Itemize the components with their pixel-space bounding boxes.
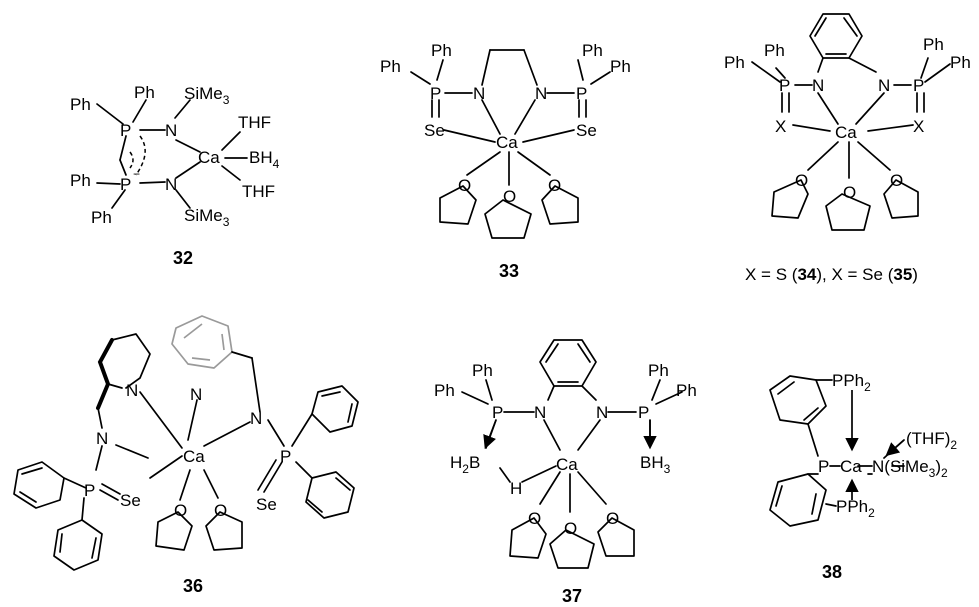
pph2-label: PPh2 [832, 371, 871, 394]
ph-label: Ph [950, 53, 971, 72]
compound-36: N N N N Ca P Se P Se O O 36 [13, 315, 359, 596]
ph-label: Ph [380, 57, 401, 76]
ph-label: Ph [676, 381, 697, 400]
p-atom: P [430, 84, 441, 103]
n-atom: N [878, 76, 890, 95]
ca-atom: Ca [496, 133, 518, 152]
n-atom: N [126, 381, 138, 400]
p-atom: P [576, 84, 587, 103]
nsime32-label: N(SiMe3)2 [872, 457, 948, 480]
o-atom: O [890, 171, 903, 190]
thf2-label: (THF)2 [906, 429, 957, 452]
compound-33: Ph Ph P N N P Ph Ph Se Se Ca O O O 33 [380, 41, 631, 281]
p-atom: P [818, 457, 829, 476]
ca-atom: Ca [183, 447, 205, 466]
o-atom: O [503, 187, 516, 206]
compound-34-35: Ph Ph P N N P Ph Ph X X Ca O O O X = S (… [724, 13, 971, 284]
n-atom: N [250, 409, 262, 428]
p-atom: P [280, 447, 291, 466]
simethyl-label: SiMe3 [184, 206, 230, 229]
o-atom: O [214, 501, 227, 520]
h2b-label: H2B [450, 453, 480, 476]
n-atom: N [165, 121, 177, 140]
ph-label: Ph [91, 208, 112, 227]
bh4-label: BH4 [249, 148, 280, 171]
thf-label: THF [242, 182, 275, 201]
p-atom: P [638, 403, 649, 422]
compound-37: Ph Ph P N N P Ph Ph H2B H Ca BH3 O O O 3… [434, 339, 697, 606]
se-atom: Se [576, 121, 597, 140]
n-atom: N [96, 429, 108, 448]
se-atom: Se [256, 495, 277, 514]
compound-caption-34-35: X = S (34), X = Se (35) [745, 265, 918, 284]
o-atom: O [174, 501, 187, 520]
o-atom: O [795, 171, 808, 190]
o-atom: O [564, 519, 577, 538]
ph-label: Ph [431, 41, 452, 60]
minus-charge: − [133, 167, 140, 181]
compound-number-33: 33 [499, 261, 519, 281]
n-atom: N [534, 403, 546, 422]
n-atom: N [473, 84, 485, 103]
h-atom: H [510, 479, 522, 498]
simethyl-label: SiMe3 [184, 84, 230, 107]
compound-number-38: 38 [822, 562, 842, 582]
o-atom: O [548, 176, 561, 195]
n-atom: N [190, 385, 202, 404]
compound-number-32: 32 [173, 248, 193, 268]
thf-label: THF [238, 113, 271, 132]
n-atom: N [596, 403, 608, 422]
p-atom: P [913, 76, 924, 95]
compound-number-37: 37 [562, 586, 582, 606]
se-atom: Se [120, 491, 141, 510]
ph-label: Ph [70, 95, 91, 114]
ph-label: Ph [70, 171, 91, 190]
o-atom: O [606, 509, 619, 528]
o-atom: O [528, 509, 541, 528]
compound-38: PPh2 (THF)2 P Ca N(SiMe3)2 PPh2 38 [769, 371, 957, 582]
ph-label: Ph [582, 41, 603, 60]
p-atom: P [779, 76, 790, 95]
bh3-label: BH3 [640, 453, 671, 476]
ph-label: Ph [724, 53, 745, 72]
ca-atom: Ca [556, 455, 578, 474]
compound-number-36: 36 [183, 576, 203, 596]
pph2-label: PPh2 [836, 497, 875, 520]
ph-label: Ph [134, 83, 155, 102]
ph-label: Ph [923, 35, 944, 54]
o-atom: O [843, 183, 856, 202]
ph-label: Ph [764, 41, 785, 60]
ca-atom: Ca [198, 148, 220, 167]
p-atom: P [120, 175, 131, 194]
ph-label: Ph [472, 361, 493, 380]
x-atom: X [913, 117, 924, 136]
ph-label: Ph [648, 361, 669, 380]
ph-label: Ph [610, 57, 631, 76]
ca-atom: Ca [835, 123, 857, 142]
ca-atom: Ca [840, 457, 862, 476]
o-atom: O [458, 176, 471, 195]
x-atom: X [775, 117, 786, 136]
p-atom: P [120, 121, 131, 140]
compound-32: Ph Ph P N SiMe3 Ca THF BH4 THF Ph P − N … [70, 83, 280, 268]
p-atom: P [492, 403, 503, 422]
se-atom: Se [424, 121, 445, 140]
p-atom: P [84, 481, 95, 500]
n-atom: N [165, 175, 177, 194]
n-atom: N [535, 84, 547, 103]
ph-label: Ph [434, 381, 455, 400]
n-atom: N [812, 76, 824, 95]
